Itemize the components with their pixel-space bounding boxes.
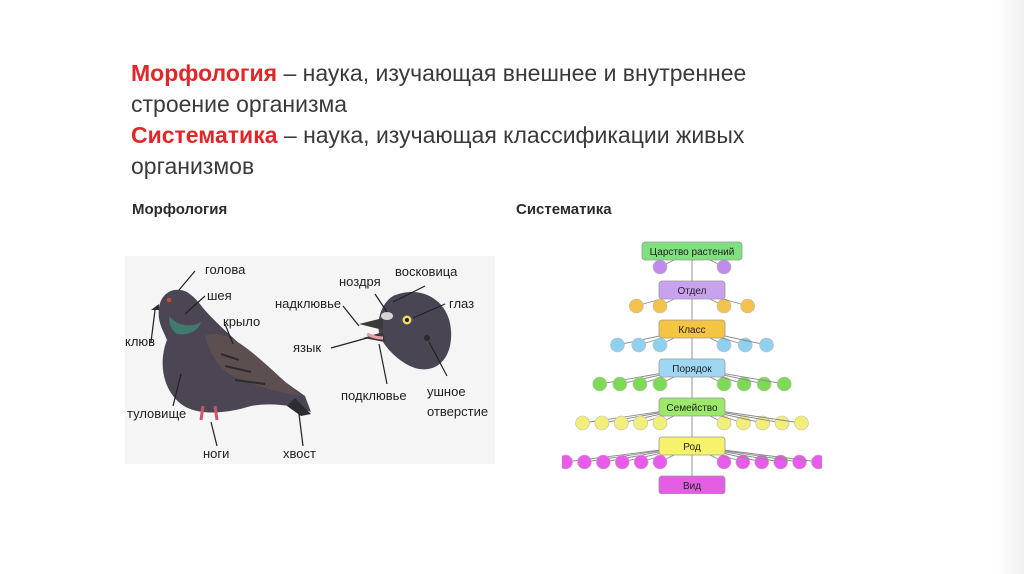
taxon-dot	[736, 416, 750, 430]
definition-systematics-text: – наука, изучающая классификации живых	[278, 122, 745, 148]
label-eye: глаз	[449, 296, 474, 311]
taxon-dot	[576, 416, 590, 430]
taxon-dot	[760, 338, 774, 352]
term-systematics: Систематика	[131, 122, 278, 148]
rank-label: Царство растений	[650, 247, 735, 258]
label-legs: ноги	[203, 446, 229, 461]
taxon-dot	[653, 260, 667, 274]
label-wing: крыло	[223, 314, 260, 329]
rank-label: Вид	[683, 481, 701, 492]
term-morphology: Морфология	[131, 60, 277, 86]
taxon-dot	[633, 377, 647, 391]
label-upper-bill: надклювье	[275, 296, 341, 311]
label-beak: клюв	[125, 334, 155, 349]
definition-systematics-cont: организмов	[131, 151, 891, 182]
taxon-dot	[794, 416, 808, 430]
taxon-dot	[775, 416, 789, 430]
taxon-dot	[577, 455, 591, 469]
taxon-dot	[615, 455, 629, 469]
definition-systematics: Систематика – наука, изучающая классифик…	[131, 120, 891, 151]
head-labels: ноздря восковица надклювье глаз язык под…	[275, 264, 488, 419]
taxon-dot	[610, 338, 624, 352]
systematics-heading: Систематика	[516, 201, 612, 218]
taxon-dot	[717, 299, 731, 313]
label-ear-1: ушное	[427, 384, 466, 399]
taxon-dot	[717, 260, 731, 274]
definition-morphology: Морфология – наука, изучающая внешнее и …	[131, 58, 891, 89]
label-tongue: язык	[293, 340, 321, 355]
definition-morphology-cont: строение организма	[131, 89, 891, 120]
taxon-dot	[741, 299, 755, 313]
rank-label: Семейство	[666, 403, 718, 414]
taxon-dot	[653, 299, 667, 313]
definition-morphology-text: – наука, изучающая внешнее и внутреннее	[277, 60, 746, 86]
label-tail: хвост	[283, 446, 316, 461]
taxon-dot	[595, 416, 609, 430]
morphology-heading: Морфология	[132, 201, 227, 218]
taxon-dot	[634, 455, 648, 469]
label-head: голова	[205, 262, 246, 277]
taxon-dot	[653, 338, 667, 352]
taxon-dot	[757, 377, 771, 391]
taxon-dot	[653, 377, 667, 391]
morphology-illustration-panel: голова шея крыло клюв туловище ноги хвос…	[125, 256, 495, 464]
taxon-dot	[562, 455, 573, 469]
taxon-dot	[593, 377, 607, 391]
label-ear-2: отверстие	[427, 404, 488, 419]
label-body: туловище	[127, 406, 186, 421]
taxon-dot	[653, 416, 667, 430]
taxon-dot	[613, 377, 627, 391]
taxon-dot	[614, 416, 628, 430]
label-lower-bill: подклювье	[341, 388, 407, 403]
rank-label: Отдел	[678, 286, 707, 297]
rank-label: Род	[683, 442, 701, 453]
taxon-dot	[596, 455, 610, 469]
taxon-dot	[632, 338, 646, 352]
taxon-dot	[629, 299, 643, 313]
definitions-block: Морфология – наука, изучающая внешнее и …	[131, 58, 891, 182]
taxon-dot	[777, 377, 791, 391]
taxon-dot	[717, 455, 731, 469]
taxon-dot	[811, 455, 822, 469]
rank-label: Класс	[678, 325, 705, 336]
label-nostril: ноздря	[339, 274, 381, 289]
taxon-dot	[793, 455, 807, 469]
rank-label: Порядок	[672, 364, 712, 375]
taxonomy-diagram: Царство растенийОтделКлассПорядокСемейст…	[562, 224, 822, 494]
label-cere: восковица	[395, 264, 458, 279]
taxon-dot	[634, 416, 648, 430]
taxon-dot	[736, 455, 750, 469]
taxon-dot	[653, 455, 667, 469]
slide-edge-shadow	[996, 0, 1024, 574]
bird-diagram: голова шея крыло клюв туловище ноги хвос…	[125, 256, 495, 464]
label-neck: шея	[207, 288, 232, 303]
